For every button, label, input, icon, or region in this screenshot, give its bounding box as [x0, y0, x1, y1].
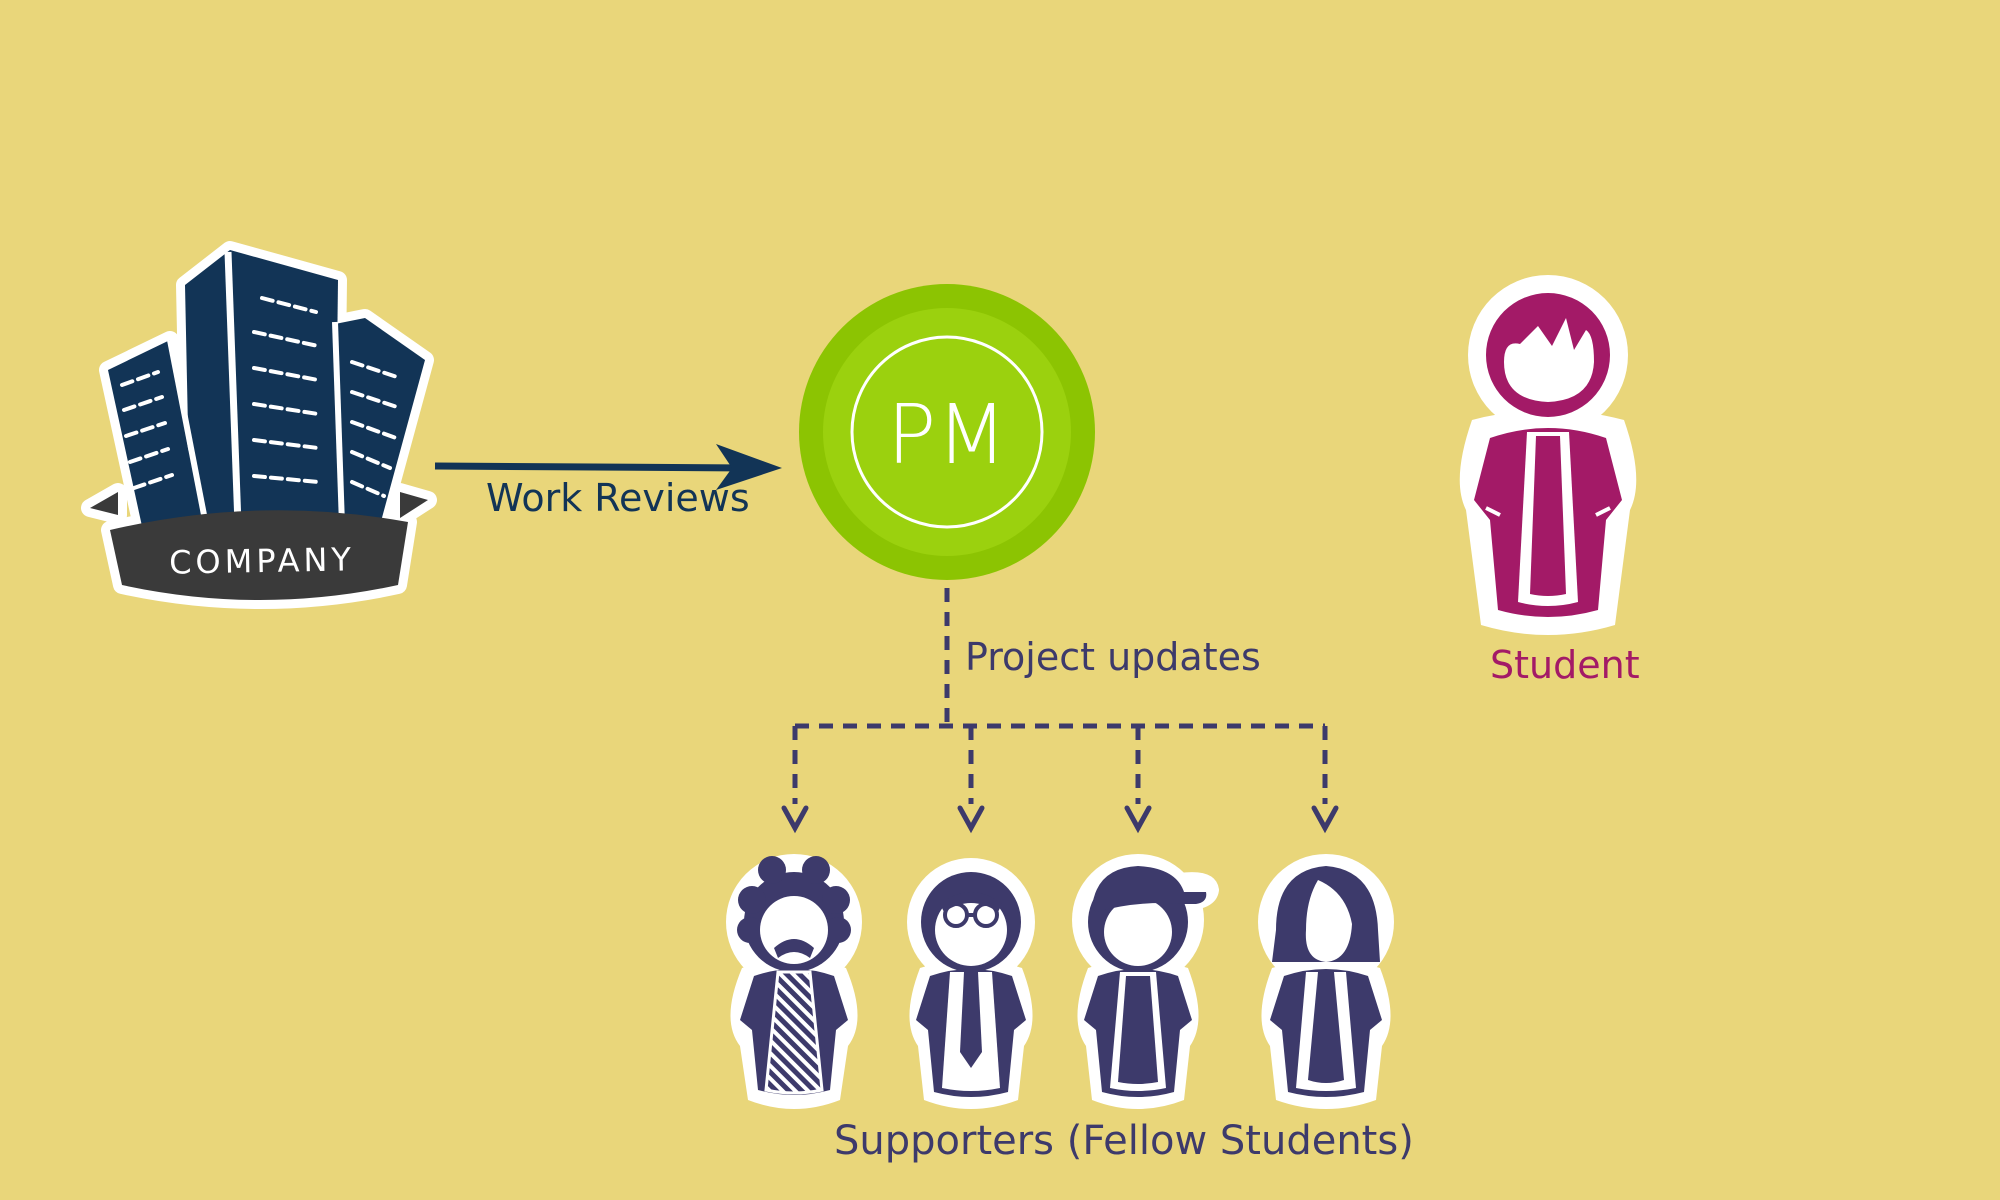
supporters-group[interactable] [726, 854, 1394, 1109]
person-glasses-tie-icon [907, 858, 1035, 1109]
office-buildings-icon [81, 241, 437, 609]
company-label: COMPANY [169, 540, 355, 581]
supporters-label: Supporters (Fellow Students) [834, 1118, 1414, 1164]
company-node[interactable]: COMPANY [81, 241, 437, 609]
project-updates-connector [792, 588, 1328, 804]
person-cap-icon [1072, 854, 1219, 1109]
pm-node[interactable]: PM [799, 284, 1095, 580]
student-node[interactable] [1459, 275, 1637, 635]
person-long-hair-icon [1258, 854, 1394, 1109]
connector-arrowheads [781, 805, 1339, 834]
student-label: Student [1490, 643, 1640, 687]
work-reviews-label: Work Reviews [486, 476, 750, 520]
person-icon [1459, 275, 1637, 635]
project-updates-label: Project updates [965, 635, 1261, 679]
work-reviews-arrow [434, 444, 782, 490]
pm-label: PM [887, 388, 1007, 483]
person-curly-hair-mustache-icon [726, 854, 862, 1109]
